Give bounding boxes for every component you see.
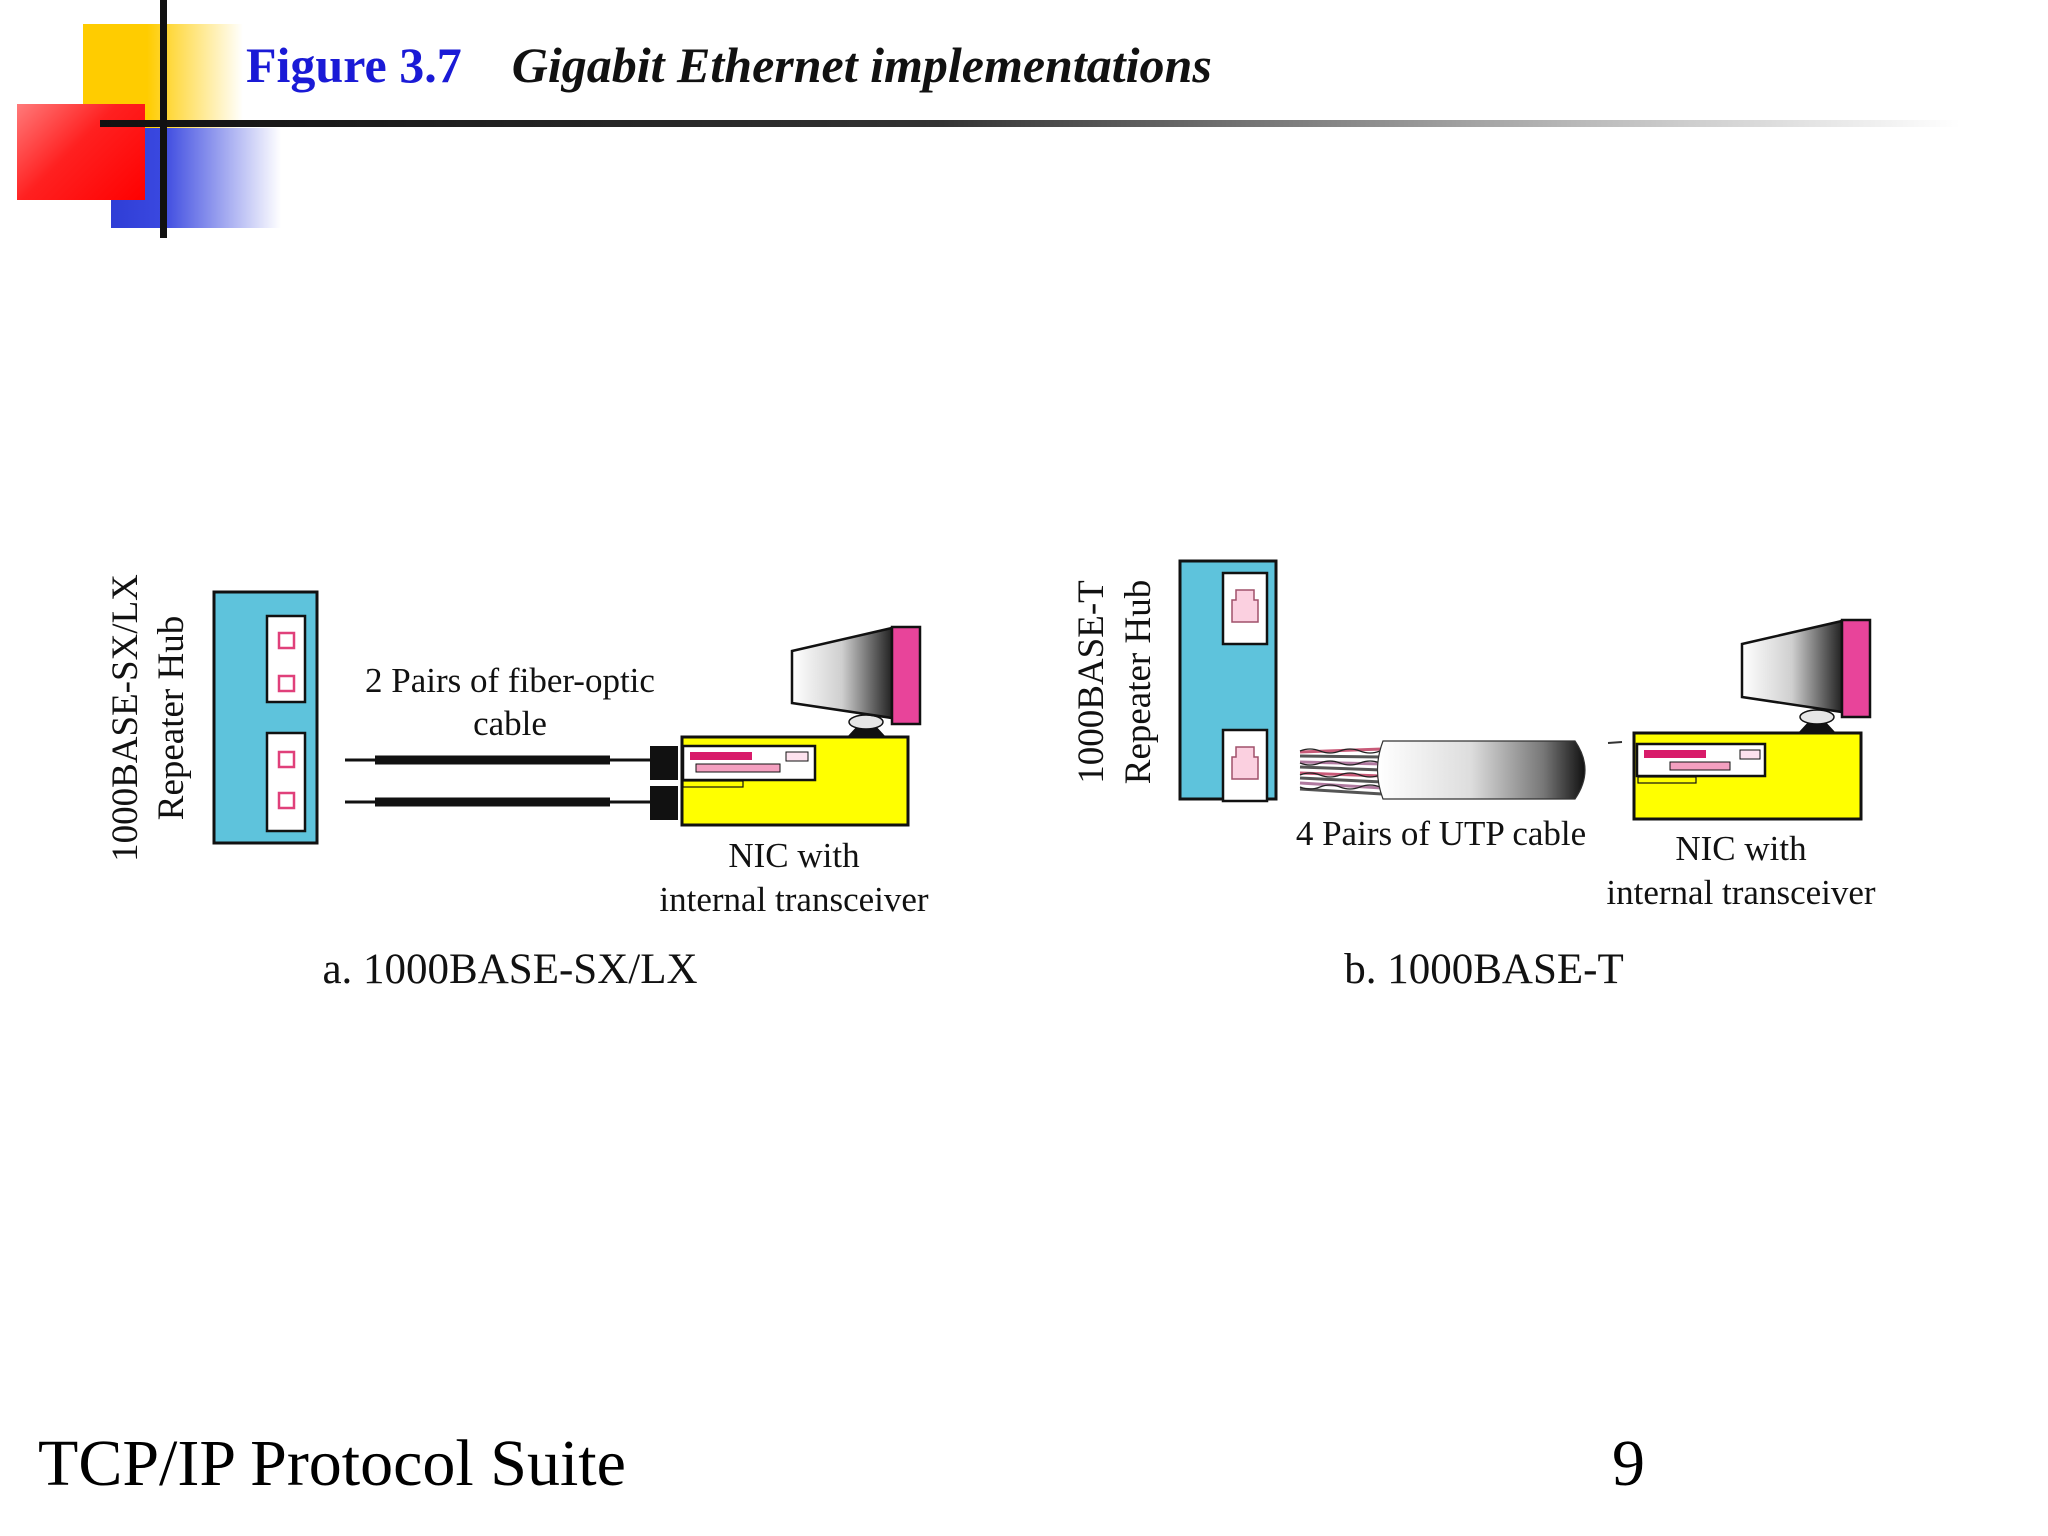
decor-horizontal-rule bbox=[100, 120, 1960, 127]
panel-b: 1000BASE-T Repeater Hub bbox=[1071, 559, 1876, 993]
hub-a-label-line2: Repeater Hub bbox=[151, 616, 192, 820]
repeater-hub-b bbox=[1178, 559, 1278, 803]
nic-b-label-line2: internal transceiver bbox=[1606, 873, 1876, 912]
rj45-port-icon bbox=[1231, 746, 1259, 780]
panel-a: 1000BASE-SX/LX Repeater Hub 2 Pairs of f… bbox=[105, 574, 929, 993]
figure-title: Figure 3.7 Gigabit Ethernet implementatio… bbox=[246, 36, 1212, 94]
utp-cable bbox=[1299, 740, 1623, 800]
repeater-hub-a bbox=[212, 590, 319, 845]
hub-b-label-line2: Repeater Hub bbox=[1118, 580, 1159, 784]
utp-cable-label: 4 Pairs of UTP cable bbox=[1296, 814, 1586, 853]
nic-card-b bbox=[1635, 742, 1767, 784]
page-number: 9 bbox=[1612, 1427, 1645, 1500]
panel-a-caption: a. 1000BASE-SX/LX bbox=[322, 946, 697, 993]
computer-b bbox=[1632, 618, 1872, 821]
nic-b-label-line1: NIC with bbox=[1675, 829, 1807, 868]
decor-vertical-rule bbox=[160, 0, 167, 238]
figure-caption: Gigabit Ethernet implementations bbox=[511, 37, 1212, 93]
footer-title: TCP/IP Protocol Suite bbox=[38, 1427, 626, 1500]
nic-a-label-line2: internal transceiver bbox=[659, 880, 929, 919]
figure-number: Figure 3.7 bbox=[246, 37, 462, 93]
fiber-cable-label-line1: 2 Pairs of fiber-optic bbox=[365, 661, 655, 700]
panel-b-caption: b. 1000BASE-T bbox=[1344, 946, 1624, 993]
hub-a-label-line1: 1000BASE-SX/LX bbox=[105, 574, 146, 862]
fiber-cable-label-line2: cable bbox=[473, 704, 547, 743]
fiber-optic-cable bbox=[345, 755, 650, 807]
hub-b-label-line1: 1000BASE-T bbox=[1071, 580, 1112, 784]
nic-card-a bbox=[681, 744, 817, 788]
rj45-port-icon bbox=[1231, 589, 1259, 623]
computer-a bbox=[650, 625, 922, 827]
nic-a-label-line1: NIC with bbox=[728, 836, 860, 875]
